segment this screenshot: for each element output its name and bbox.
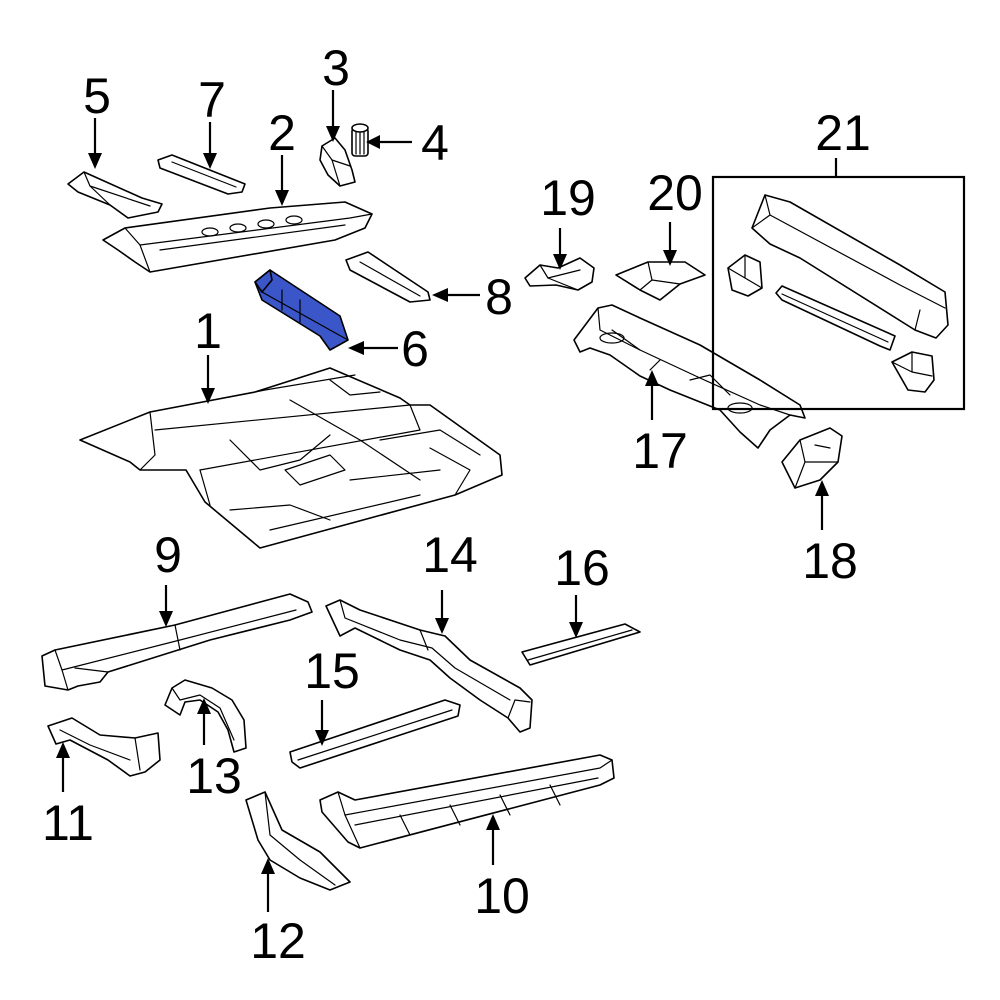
part-17-rear-panel[interactable]: [573, 304, 806, 449]
part-15-strip[interactable]: [289, 699, 461, 769]
callout-6: 6: [401, 321, 429, 377]
part-4-stud[interactable]: [351, 123, 369, 157]
callout-labels: 1 2 3 4 5 6 7 8 9 10 11 12 13 14 15 16 1…: [42, 40, 871, 969]
callout-20: 20: [647, 165, 703, 221]
callout-4: 4: [421, 115, 449, 171]
callout-16: 16: [554, 540, 610, 596]
part-5-bracket[interactable]: [67, 171, 163, 219]
callout-9: 9: [154, 527, 182, 583]
callout-3: 3: [322, 40, 350, 96]
part-20-bracket[interactable]: [615, 261, 706, 301]
part-21-assembly-frame[interactable]: [711, 175, 966, 411]
callout-21: 21: [815, 105, 871, 161]
part-3-bracket[interactable]: [319, 137, 356, 187]
callout-10: 10: [474, 868, 530, 924]
callout-leaders: [56, 90, 838, 912]
callout-12: 12: [250, 913, 306, 969]
callout-14: 14: [422, 527, 478, 583]
part-2-crossmember[interactable]: [102, 201, 373, 273]
part-14-rail[interactable]: [325, 599, 533, 733]
callout-18: 18: [802, 533, 858, 589]
part-13-arch-bracket[interactable]: [164, 679, 247, 753]
callout-1: 1: [194, 303, 222, 359]
callout-5: 5: [83, 68, 111, 124]
part-1-floor-pan[interactable]: [79, 367, 503, 549]
part-18-corner-bracket[interactable]: [781, 427, 843, 489]
callout-11: 11: [42, 795, 94, 851]
callout-17: 17: [632, 423, 688, 479]
callout-15: 15: [304, 643, 360, 699]
callout-2: 2: [268, 105, 296, 161]
part-8-strip[interactable]: [345, 251, 431, 303]
part-19-bracket[interactable]: [524, 257, 595, 291]
part-6-reinforcement-highlighted[interactable]: [254, 269, 349, 351]
callout-7: 7: [198, 72, 226, 128]
callout-13: 13: [186, 748, 242, 804]
part-9-rail[interactable]: [41, 593, 313, 691]
part-16-strip[interactable]: [521, 623, 641, 666]
part-7-strip[interactable]: [157, 154, 246, 195]
callout-19: 19: [540, 170, 596, 226]
part-11-bracket[interactable]: [47, 717, 161, 777]
part-10-rail[interactable]: [319, 754, 615, 849]
part-12-bracket[interactable]: [245, 791, 351, 891]
callout-8: 8: [485, 269, 513, 325]
